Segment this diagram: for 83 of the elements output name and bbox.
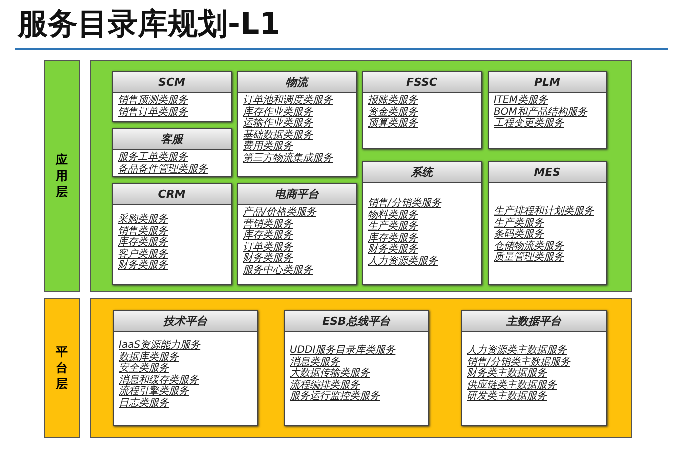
service-box <box>488 71 607 149</box>
service-link: 产品/价格类服务 <box>243 207 316 218</box>
service-box <box>113 310 258 426</box>
service-link: 消息类服务 <box>290 356 340 368</box>
box-header: SCM <box>113 72 231 93</box>
box-header: MES <box>489 162 606 183</box>
service-box <box>112 183 232 285</box>
service-link: 生产排程和计划类服务 <box>494 206 594 218</box>
service-box <box>461 310 607 426</box>
service-link: 销售类服务 <box>118 226 168 236</box>
service-link: 销售/分销类主数据服务 <box>467 356 570 368</box>
service-link: 销售预测类服务 <box>118 95 188 106</box>
service-box <box>237 71 357 177</box>
service-link: 服务工单类服务 <box>118 152 188 164</box>
layer-label-box: 平台层 <box>44 298 80 438</box>
service-box <box>488 161 607 285</box>
service-box <box>112 128 232 177</box>
service-link: 预算类服务 <box>368 118 418 130</box>
service-link: 仓储物流类服务 <box>494 240 564 252</box>
service-link: 财务类服务 <box>368 244 418 256</box>
service-link: 服务中心类服务 <box>243 264 313 276</box>
service-link: 财务类服务 <box>243 253 293 264</box>
service-link: 人力资源类主数据服务 <box>467 345 567 356</box>
service-link: 条码类服务 <box>494 229 544 240</box>
service-link: 销售/分销类服务 <box>368 198 442 210</box>
box-header: 客服 <box>113 129 231 150</box>
service-link: IaaS资源能力服务 <box>119 340 201 352</box>
box-header: 电商平台 <box>238 184 356 205</box>
service-link: 库存类服务 <box>368 232 418 244</box>
box-header: CRM <box>113 184 231 205</box>
box-header: 技术平台 <box>114 311 257 332</box>
service-link: 安全类服务 <box>119 363 169 374</box>
box-header: FSSC <box>363 72 481 93</box>
service-link: 备品备件管理类服务 <box>118 164 208 175</box>
service-link: 人力资源类服务 <box>368 256 438 267</box>
service-link: 生产类服务 <box>368 221 418 232</box>
box-header: 物流 <box>238 72 356 93</box>
service-link: 流程编排类服务 <box>290 380 360 390</box>
service-link: 服务运行监控类服务 <box>290 391 380 402</box>
page-title: 服务目录库规划-L1 <box>18 6 280 44</box>
service-link: 销售订单类服务 <box>118 106 188 118</box>
service-link: 工程变更类服务 <box>494 118 564 130</box>
layer-label-box: 应用层 <box>44 60 80 292</box>
service-link: 物料类服务 <box>368 210 418 220</box>
service-link: 日志类服务 <box>119 398 169 409</box>
service-link: 营销类服务 <box>243 218 293 230</box>
service-link: 数据库类服务 <box>119 352 179 362</box>
layer-panel <box>90 298 632 438</box>
box-header: 系统 <box>363 162 481 183</box>
service-link: 财务类服务 <box>118 260 168 272</box>
layer-panel <box>90 60 632 292</box>
service-box <box>362 161 482 285</box>
service-link: 消息和缓存类服务 <box>119 374 199 386</box>
service-link: 基础数据类服务 <box>243 130 313 140</box>
service-link: 采购类服务 <box>118 214 168 226</box>
service-link: 报账类服务 <box>368 95 418 106</box>
service-link: BOM和产品结构服务 <box>494 106 588 118</box>
service-link: 库存类服务 <box>243 230 293 242</box>
service-link: ITEM类服务 <box>494 95 548 106</box>
service-link: UDDI服务目录库类服务 <box>290 345 396 356</box>
service-box <box>284 310 429 426</box>
service-link: 研发类主数据服务 <box>467 391 547 402</box>
service-link: 资金类服务 <box>368 106 418 118</box>
service-box <box>362 71 482 149</box>
service-link: 财务类主数据服务 <box>467 368 547 380</box>
service-link: 大数据传输类服务 <box>290 368 370 380</box>
service-link: 库存类服务 <box>118 237 168 248</box>
service-link: 库存作业类服务 <box>243 106 313 118</box>
box-header: 主数据平台 <box>462 311 606 332</box>
box-header: ESB总线平台 <box>285 311 428 332</box>
service-link: 供应链类主数据服务 <box>467 380 557 390</box>
service-link: 订单类服务 <box>243 242 293 252</box>
box-header: PLM <box>489 72 606 93</box>
service-box <box>237 183 357 285</box>
service-link: 生产类服务 <box>494 218 544 228</box>
service-link: 运输作业类服务 <box>243 118 313 130</box>
service-link: 质量管理类服务 <box>494 252 564 264</box>
service-link: 订单池和调度类服务 <box>243 95 333 106</box>
service-link: 流程引擎类服务 <box>119 386 189 398</box>
service-link: 客户类服务 <box>118 248 168 260</box>
service-box <box>112 71 232 122</box>
service-link: 第三方物流集成服务 <box>243 152 333 164</box>
service-link: 费用类服务 <box>243 141 293 152</box>
